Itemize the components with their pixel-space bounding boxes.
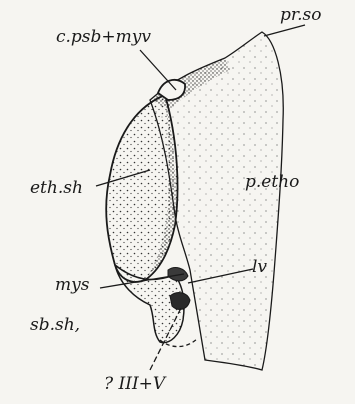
label-c-psb-myv: c.psb+myv [56,27,151,47]
leader-c-psb-myv [140,50,176,90]
label-eth-sh: eth.sh [30,178,83,198]
eth-sh-region [106,95,177,282]
mys-groove [168,268,188,281]
leader-pr-so [264,25,305,36]
label-p-etho: p.etho [245,172,299,192]
label-sb-sh: sb.sh, [30,315,80,335]
foramen [170,293,190,310]
label-mys: mys [55,275,90,295]
label-lv: lv [252,257,267,277]
label-iii-v: ? III+V [104,374,167,394]
label-pr-so: pr.so [280,5,322,25]
